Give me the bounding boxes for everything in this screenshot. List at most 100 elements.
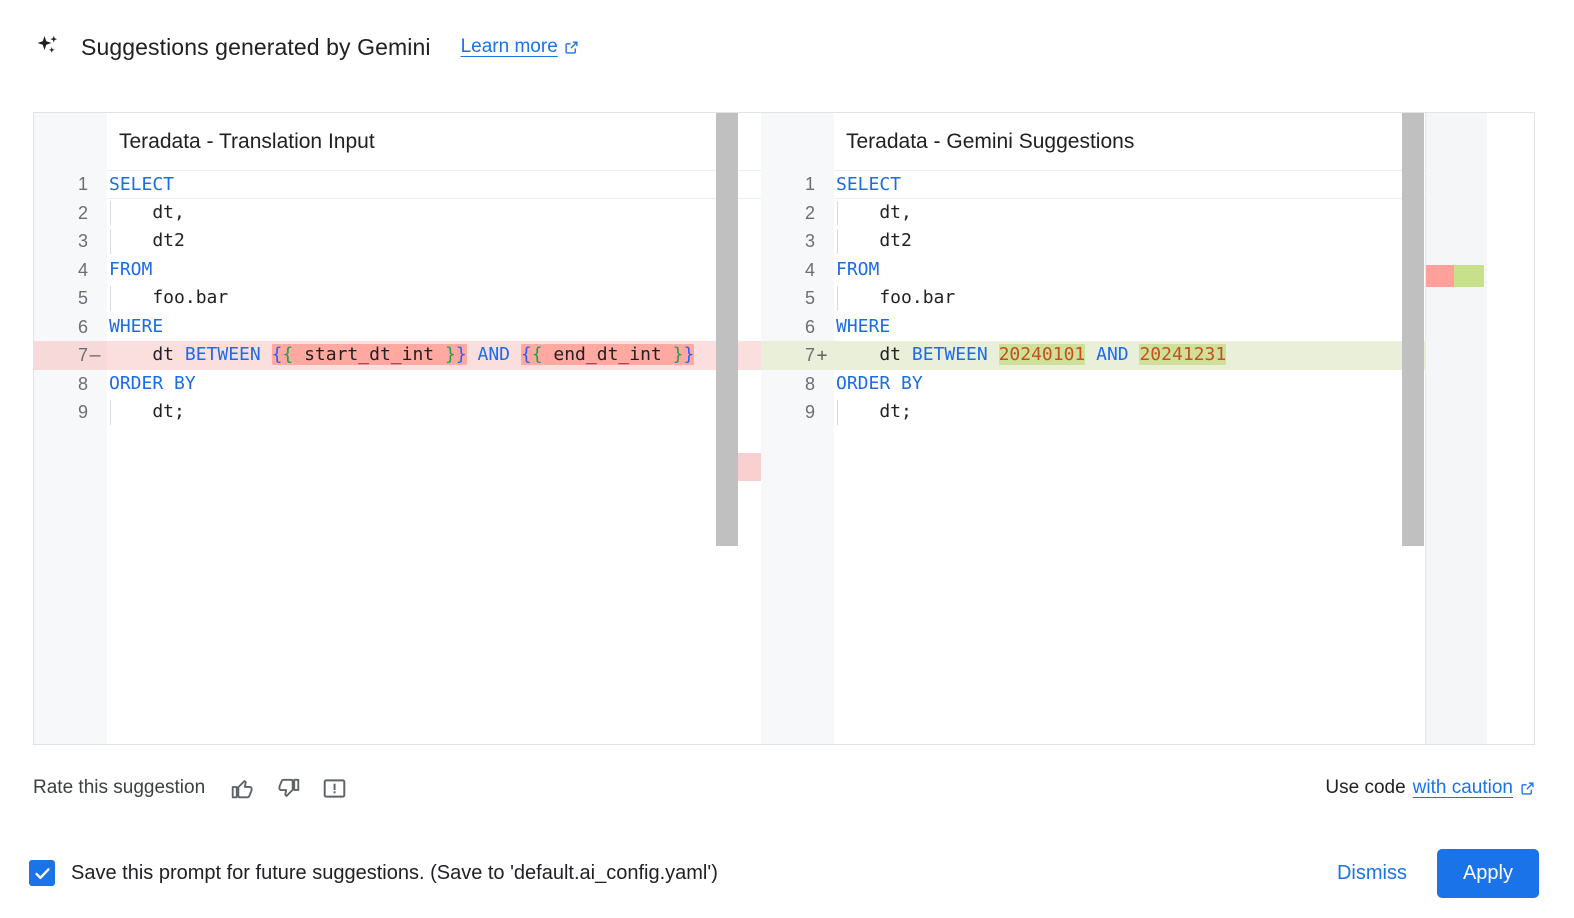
scrollbar-right[interactable] bbox=[1402, 113, 1424, 744]
code-line[interactable]: dt2 bbox=[107, 227, 761, 256]
code-line[interactable]: dt BETWEEN {{ start_dt_int }} AND {{ end… bbox=[107, 341, 761, 370]
code-token: start_dt_int bbox=[293, 344, 445, 365]
line-number: 8 bbox=[77, 373, 88, 394]
code-token: { bbox=[531, 344, 543, 365]
line-number: 4 bbox=[77, 259, 88, 280]
code-token: dt, bbox=[109, 201, 185, 223]
code-line[interactable]: FROM bbox=[107, 256, 761, 285]
code-token: } bbox=[455, 344, 467, 365]
code-token bbox=[1085, 344, 1096, 365]
code-token: BETWEEN bbox=[911, 344, 988, 365]
line-number: 3 bbox=[804, 231, 815, 251]
code-token: FROM bbox=[836, 258, 880, 280]
code-line[interactable]: dt BETWEEN 20240101 AND 20241231 bbox=[834, 341, 1487, 370]
code-line[interactable]: WHERE bbox=[107, 313, 761, 342]
code-line[interactable]: WHERE bbox=[834, 313, 1487, 342]
code-token: AND bbox=[1096, 344, 1129, 365]
report-button[interactable] bbox=[319, 773, 349, 803]
code-token: dt bbox=[109, 344, 185, 365]
use-code-prefix: Use code bbox=[1325, 777, 1406, 798]
code-area-left[interactable]: Teradata - Translation Input SELECT dt, … bbox=[107, 113, 761, 744]
line-number: 5 bbox=[77, 288, 88, 308]
code-line[interactable]: ORDER BY bbox=[107, 370, 761, 399]
code-token: } bbox=[672, 344, 684, 365]
scrollbar-left[interactable] bbox=[716, 113, 738, 744]
line-number: 1 bbox=[804, 174, 815, 194]
code-token: { bbox=[520, 344, 532, 365]
code-token bbox=[261, 344, 272, 365]
apply-button[interactable]: Apply bbox=[1436, 848, 1539, 898]
thumb-down-icon bbox=[278, 778, 299, 797]
line-number: 3 bbox=[77, 231, 88, 251]
code-token: 20240101 bbox=[998, 344, 1086, 365]
code-token: foo.bar bbox=[109, 287, 229, 308]
code-line[interactable]: ORDER BY bbox=[834, 370, 1487, 399]
code-area-right[interactable]: Teradata - Gemini Suggestions SELECT dt,… bbox=[834, 113, 1487, 744]
code-token: { bbox=[271, 344, 283, 365]
code-line[interactable]: dt; bbox=[107, 398, 761, 427]
code-token: 20241231 bbox=[1139, 344, 1227, 365]
line-number: 6 bbox=[77, 316, 88, 337]
code-token: BETWEEN bbox=[184, 344, 261, 365]
learn-more-link[interactable]: Learn more bbox=[461, 36, 579, 58]
line-number: 2 bbox=[77, 202, 88, 223]
external-link-icon bbox=[565, 40, 578, 54]
code-token: { bbox=[282, 344, 294, 365]
code-token: dt; bbox=[109, 401, 185, 422]
checkmark-icon bbox=[34, 867, 50, 879]
code-token: SELECT bbox=[836, 174, 902, 195]
code-token: SELECT bbox=[109, 174, 175, 195]
thumb-up-button[interactable] bbox=[227, 773, 257, 803]
footer-bar: Save this prompt for future suggestions.… bbox=[29, 846, 1539, 900]
scrollbar-thumb-right[interactable] bbox=[1402, 113, 1424, 546]
code-token: dt bbox=[836, 344, 912, 365]
rating-bar: Rate this suggestion bbox=[33, 768, 1535, 808]
code-token: ORDER BY bbox=[836, 372, 923, 394]
code-token: dt; bbox=[836, 401, 912, 422]
code-line[interactable]: foo.bar bbox=[107, 284, 761, 313]
footer-actions: Dismiss Apply bbox=[1321, 848, 1539, 898]
save-prompt-checkbox[interactable] bbox=[29, 860, 55, 886]
pane-title-right: Teradata - Gemini Suggestions bbox=[846, 130, 1135, 153]
code-token: dt2 bbox=[109, 230, 185, 251]
code-token: foo.bar bbox=[836, 287, 956, 308]
code-token: dt2 bbox=[836, 230, 912, 251]
code-token bbox=[1129, 344, 1140, 365]
code-line[interactable]: dt, bbox=[834, 199, 1487, 228]
thumb-up-icon bbox=[231, 779, 253, 798]
code-line[interactable]: SELECT bbox=[107, 170, 761, 199]
diff-overview-ruler[interactable] bbox=[1425, 113, 1487, 744]
code-token: WHERE bbox=[109, 315, 164, 337]
code-token bbox=[510, 344, 521, 365]
diff-pane-suggestion: 1 2 3 4 5 6 7+8 9 Teradata - Gemini Sugg… bbox=[761, 113, 1487, 744]
line-number: 8 bbox=[804, 373, 815, 394]
rate-label: Rate this suggestion bbox=[33, 777, 206, 798]
with-caution-link[interactable]: with caution bbox=[1413, 777, 1535, 799]
code-line[interactable]: SELECT bbox=[834, 170, 1487, 199]
code-line[interactable]: foo.bar bbox=[834, 284, 1487, 313]
diff-pane-original: 1 2 3 4 5 6 7—8 9 Teradata - Translation… bbox=[34, 113, 761, 744]
line-number: 2 bbox=[804, 202, 815, 223]
thumb-down-button[interactable] bbox=[273, 773, 303, 803]
ruler-marker-added bbox=[1454, 265, 1484, 287]
pane-title-left: Teradata - Translation Input bbox=[119, 130, 375, 153]
diff-viewer: 1 2 3 4 5 6 7—8 9 Teradata - Translation… bbox=[33, 112, 1535, 745]
code-line[interactable]: dt, bbox=[107, 199, 761, 228]
line-number: 7— bbox=[34, 341, 107, 370]
line-number-gutter-right: 1 2 3 4 5 6 7+8 9 bbox=[761, 113, 834, 744]
code-token bbox=[467, 344, 478, 365]
save-prompt-label: Save this prompt for future suggestions.… bbox=[71, 861, 718, 884]
dismiss-button[interactable]: Dismiss bbox=[1321, 852, 1423, 895]
line-number: 6 bbox=[804, 316, 815, 337]
code-token bbox=[988, 344, 999, 365]
code-token: AND bbox=[477, 344, 511, 365]
code-token: end_dt_int bbox=[542, 344, 673, 365]
scrollbar-thumb-left[interactable] bbox=[716, 113, 738, 546]
code-line[interactable]: dt2 bbox=[834, 227, 1487, 256]
learn-more-label: Learn more bbox=[460, 36, 558, 57]
external-link-icon bbox=[1521, 781, 1534, 795]
code-line[interactable]: dt; bbox=[834, 398, 1487, 427]
code-line[interactable]: FROM bbox=[834, 256, 1487, 285]
line-number: 1 bbox=[77, 174, 88, 194]
